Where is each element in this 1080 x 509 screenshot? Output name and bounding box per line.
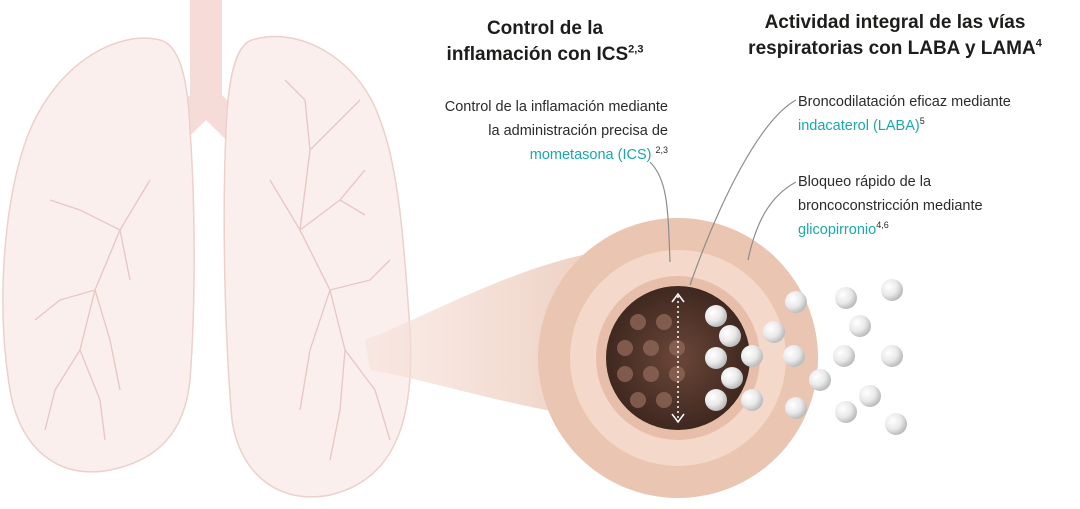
label-laba: Broncodilatación eficaz mediante indacat… bbox=[798, 90, 1068, 138]
label-lama-line3: glicopirronio4,6 bbox=[798, 218, 1068, 242]
label-ics: Control de la inflamación mediante la ad… bbox=[400, 95, 668, 167]
label-laba-drug: indacaterol (LABA) bbox=[798, 118, 920, 134]
heading-airways-line1: Actividad integral de las vías bbox=[764, 12, 1026, 33]
heading-ics-line2-text: inflamación con ICS bbox=[446, 44, 629, 65]
label-ics-ref: 2,3 bbox=[655, 145, 668, 156]
airway-cross-section-icon bbox=[538, 218, 818, 498]
label-laba-ref: 5 bbox=[919, 116, 925, 127]
leader-ics bbox=[649, 161, 671, 263]
leader-lama bbox=[747, 181, 797, 261]
label-laba-line1: Broncodilatación eficaz mediante bbox=[798, 94, 1011, 110]
heading-airways-line2-text: respiratorias con LABA y LAMA bbox=[748, 38, 1036, 59]
drug-particle-icon bbox=[705, 279, 907, 435]
label-lama-line2: broncoconstricción mediante bbox=[798, 198, 983, 214]
heading-airways-ref: 4 bbox=[1035, 37, 1042, 50]
label-laba-line2: indacaterol (LABA)5 bbox=[798, 114, 1068, 138]
label-ics-line1: Control de la inflamación mediante bbox=[444, 99, 668, 115]
lungs-icon bbox=[2, 0, 412, 498]
label-ics-line2: la administración precisa de bbox=[488, 123, 668, 139]
heading-airways: Actividad integral de las vías respirato… bbox=[720, 10, 1070, 62]
label-lama-line1: Bloqueo rápido de la bbox=[798, 174, 932, 190]
label-ics-drug: mometasona (ICS) bbox=[529, 147, 652, 163]
label-lama: Bloqueo rápido de la broncoconstricción … bbox=[798, 170, 1068, 242]
leader-lines bbox=[649, 99, 797, 286]
heading-ics-line1: Control de la bbox=[486, 18, 604, 39]
heading-ics-ref: 2,3 bbox=[628, 43, 644, 56]
leader-laba bbox=[689, 99, 797, 286]
heading-ics: Control de la inflamación con ICS2,3 bbox=[420, 16, 670, 68]
label-ics-line3: mometasona (ICS) 2,3 bbox=[400, 143, 668, 167]
heading-ics-line2: inflamación con ICS2,3 bbox=[420, 42, 670, 68]
label-lama-ref: 4,6 bbox=[876, 220, 889, 231]
label-lama-drug: glicopirronio bbox=[798, 222, 877, 238]
heading-airways-line2: respiratorias con LABA y LAMA4 bbox=[720, 36, 1070, 62]
